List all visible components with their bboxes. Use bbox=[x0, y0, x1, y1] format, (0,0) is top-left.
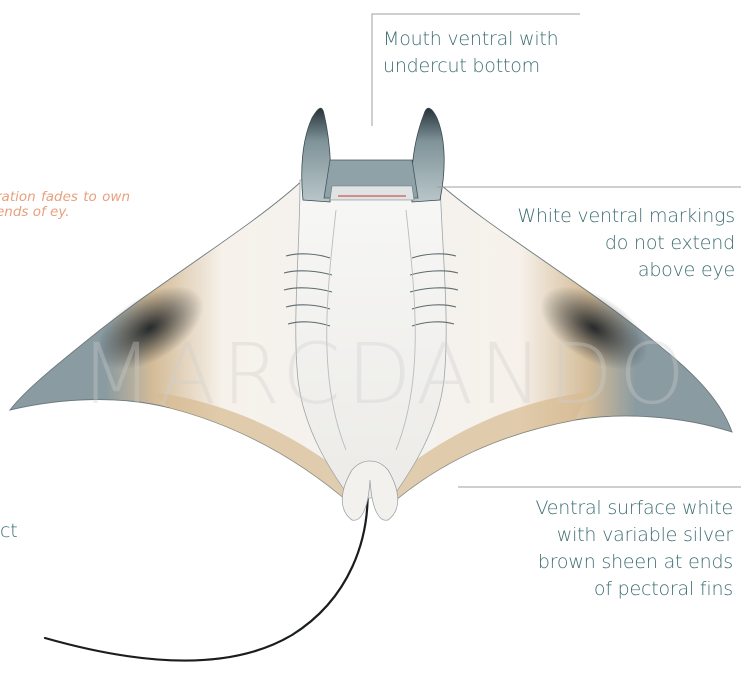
surface-label-line-3: brown sheen at ends bbox=[535, 549, 733, 576]
markings-label-line-3: above eye bbox=[517, 257, 735, 284]
ventral-markings-label: White ventral markings do not extend abo… bbox=[517, 203, 735, 284]
markings-label-line-1: White ventral markings bbox=[517, 203, 735, 230]
mouth-label-line-1: Mouth ventral with bbox=[383, 26, 559, 53]
mouth-label: Mouth ventral with undercut bottom bbox=[383, 26, 559, 80]
mouth-label-line-2: undercut bottom bbox=[383, 53, 559, 80]
tail bbox=[45, 478, 368, 661]
surface-label-line-4: of pectoral fins bbox=[535, 576, 733, 603]
partial-left-label: ct bbox=[0, 518, 18, 545]
surface-label-line-2: with variable silver bbox=[535, 522, 733, 549]
ventral-surface-label: Ventral surface white with variable silv… bbox=[535, 495, 733, 603]
partial-left-label-text: ct bbox=[0, 520, 18, 542]
markings-label-line-2: do not extend bbox=[517, 230, 735, 257]
surface-label-line-1: Ventral surface white bbox=[535, 495, 733, 522]
mouth-inner bbox=[330, 186, 414, 200]
coloration-note: ration fades to own ends of ey. bbox=[0, 190, 130, 220]
